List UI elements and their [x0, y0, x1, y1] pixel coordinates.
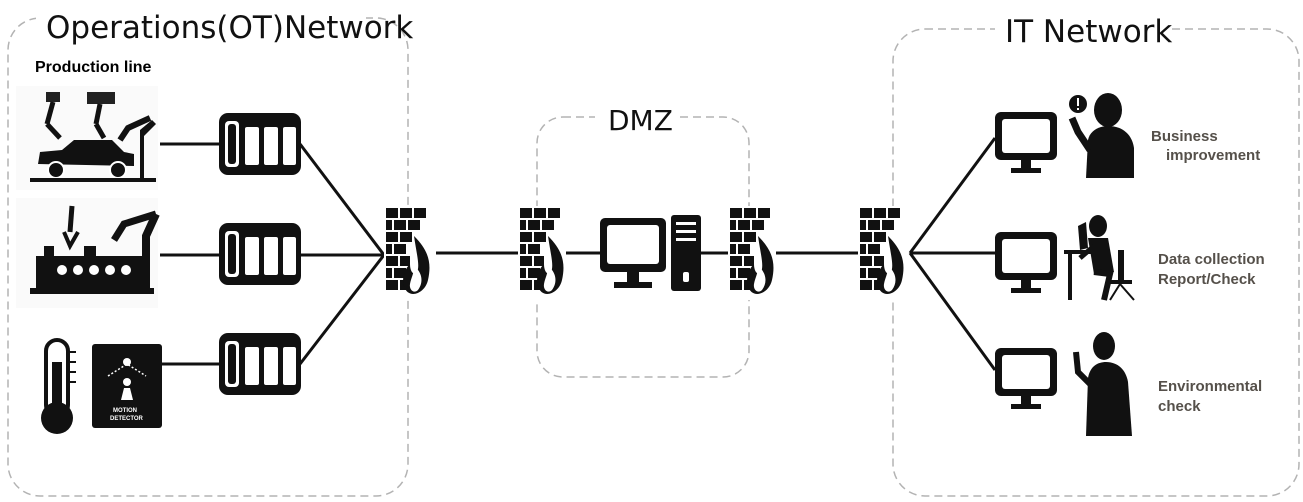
network-links	[160, 137, 997, 371]
server-icon	[219, 113, 301, 175]
production-line-label: Production line	[35, 59, 152, 76]
desktop-computer-icon	[671, 215, 701, 291]
ot-network-zone	[7, 17, 409, 497]
firewall-icon	[728, 206, 774, 300]
robot-car-assembly-icon	[16, 86, 158, 190]
ot-network-title: Operations(OT)Network	[46, 10, 413, 46]
firewall-icon	[858, 206, 904, 300]
monitor-icon	[995, 232, 1057, 293]
monitor-icon	[995, 348, 1057, 409]
person-standing-icon	[1073, 332, 1132, 436]
thermometer-icon	[41, 338, 76, 434]
motion-detector-label-line1: MOTION	[113, 408, 137, 414]
role-label-line1: Data collection	[1158, 251, 1265, 268]
person-thinking-icon	[1068, 93, 1134, 178]
role-label-line2: Report/Check	[1158, 271, 1256, 288]
server-icon	[219, 223, 301, 285]
role-label-line1: Business	[1151, 128, 1218, 145]
robot-conveyor-icon	[16, 198, 160, 308]
it-network-title: IT Network	[1005, 14, 1172, 50]
dmz-title: DMZ	[608, 104, 673, 137]
firewall-icon	[384, 206, 430, 300]
server-icon	[219, 333, 301, 395]
role-label-line2: check	[1158, 398, 1201, 415]
person-at-desk-icon	[1064, 215, 1135, 301]
dmz-computer-icon	[600, 215, 701, 291]
role-label-line1: Environmental	[1158, 378, 1262, 395]
monitor-icon	[995, 112, 1057, 173]
motion-detector-icon: MOTION DETECTOR	[92, 344, 162, 428]
firewall-icon	[518, 206, 564, 300]
role-label-line2: improvement	[1166, 147, 1260, 164]
motion-detector-label-line2: DETECTOR	[110, 416, 144, 422]
